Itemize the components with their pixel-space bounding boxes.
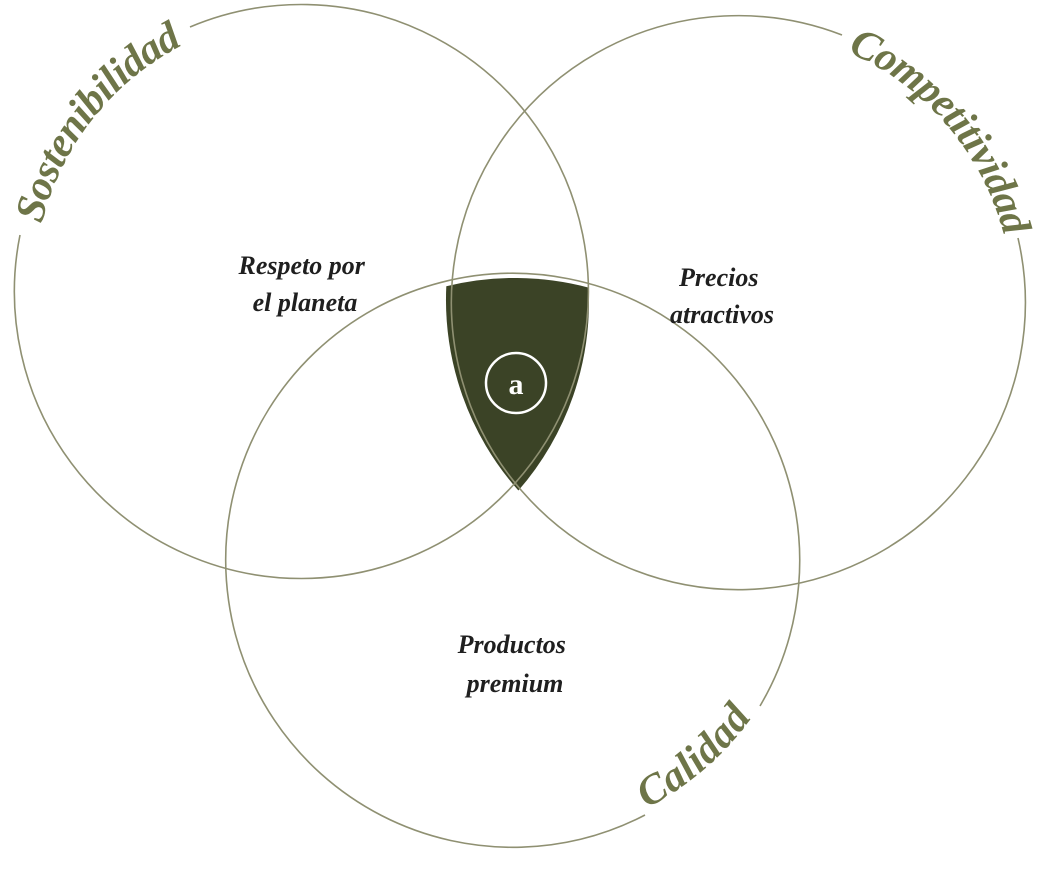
calidad-title: Calidad	[629, 695, 761, 818]
center-intersection-region	[445, 277, 589, 491]
competitividad-circle	[450, 14, 1027, 591]
sostenibilidad-circle	[13, 3, 590, 580]
competitividad-title: Competitividad	[843, 19, 1039, 240]
badge-ring	[484, 351, 548, 415]
calidad-label: Productos premium	[457, 630, 573, 698]
center-badge: a	[484, 351, 548, 415]
sostenibilidad-label: Respeto por el planeta	[238, 251, 372, 317]
competitividad-label: Precios atractivos	[670, 263, 774, 329]
badge-letter: a	[509, 368, 524, 401]
calidad-circle	[224, 272, 801, 849]
sostenibilidad-title: Sostenibilidad	[7, 13, 189, 227]
